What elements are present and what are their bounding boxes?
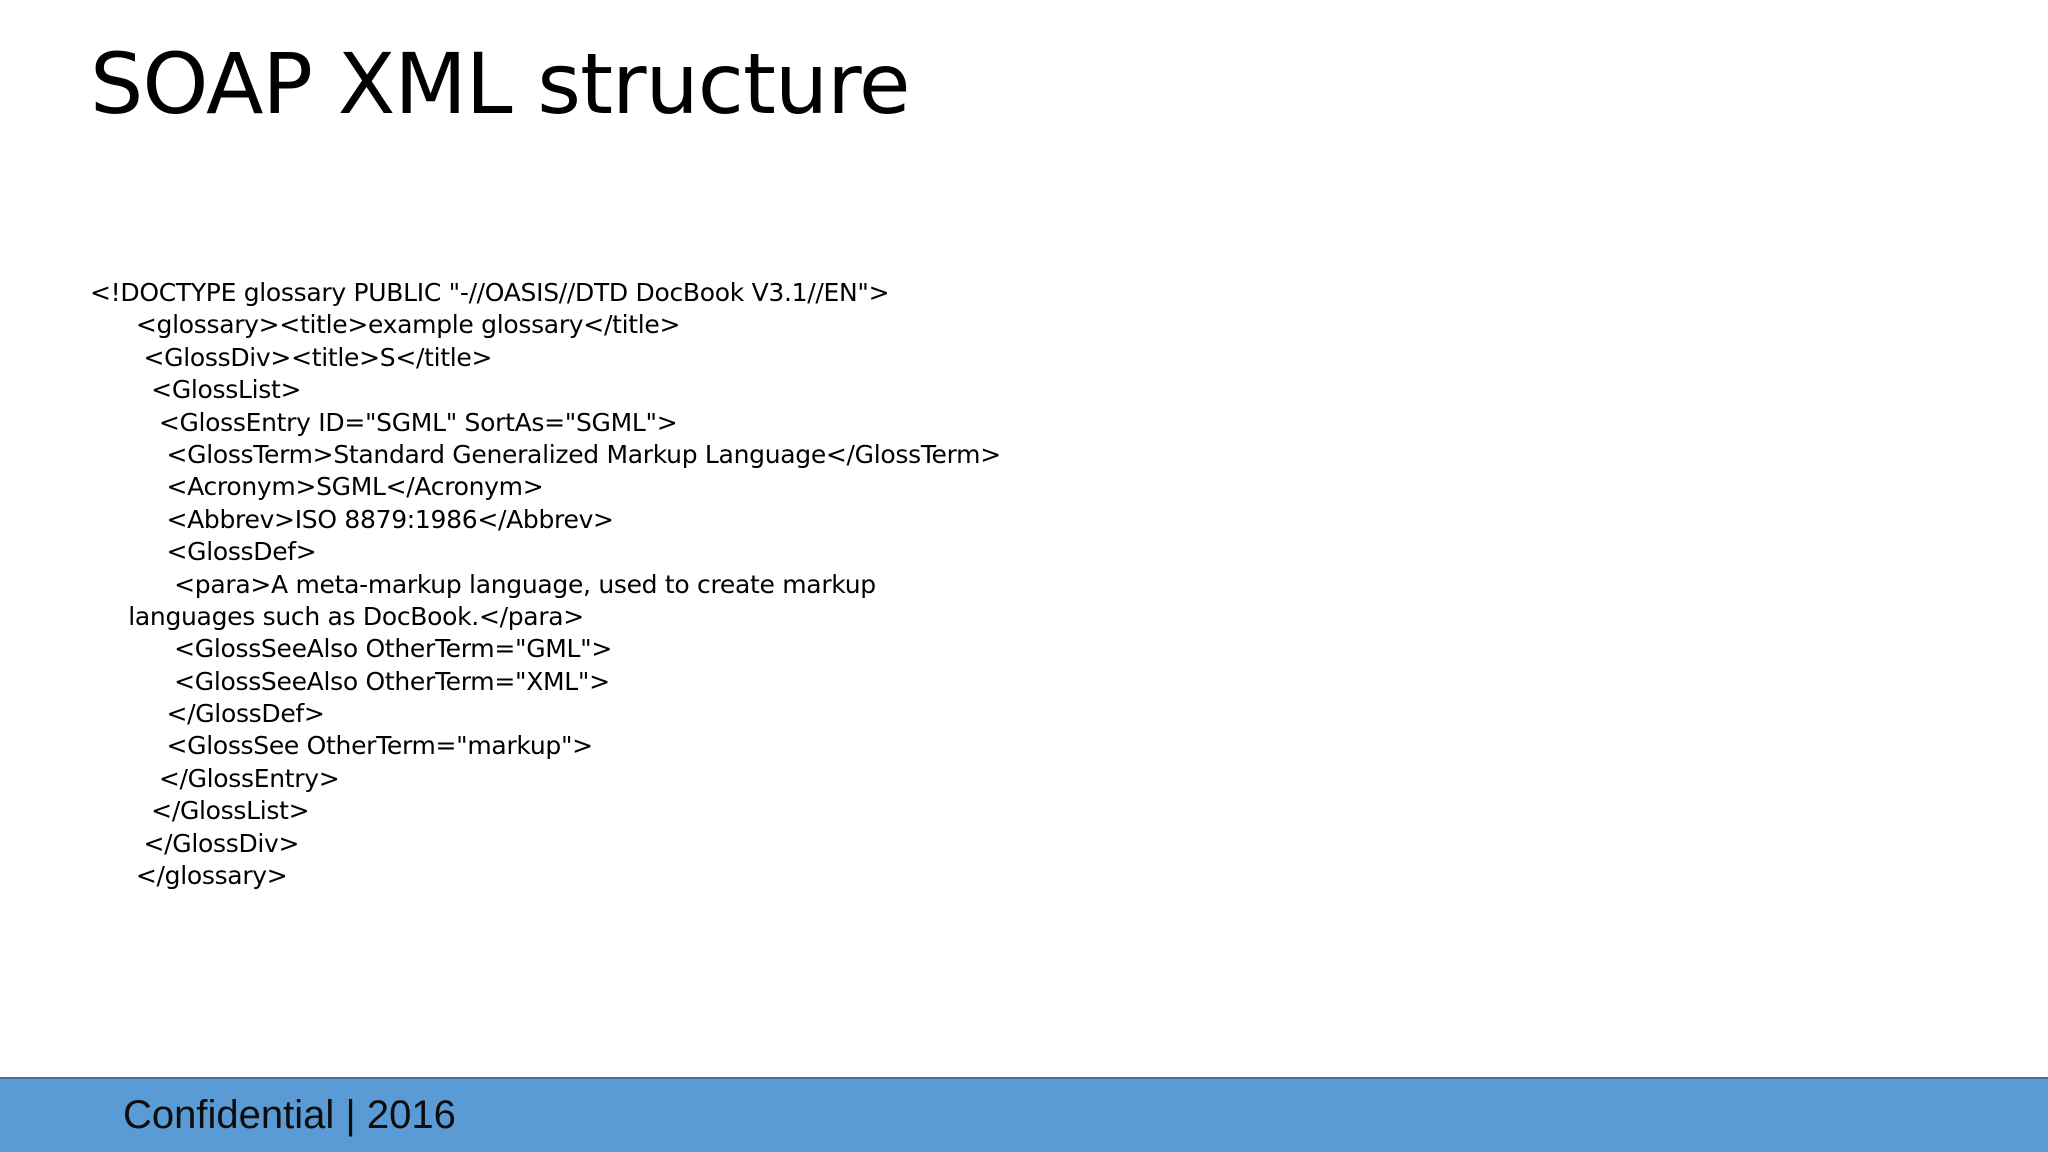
code-line: <GlossDiv><title>S</title>	[90, 342, 493, 372]
code-line: <GlossTerm>Standard Generalized Markup L…	[90, 439, 1001, 469]
code-line: <GlossSee OtherTerm="markup">	[90, 731, 593, 761]
code-line: </glossary>	[90, 861, 288, 891]
code-line: <GlossSeeAlso OtherTerm="GML">	[90, 634, 613, 664]
slide-title: SOAP XML structure	[90, 35, 910, 133]
code-line: <Acronym>SGML</Acronym>	[90, 472, 544, 502]
code-line: <GlossSeeAlso OtherTerm="XML">	[90, 666, 610, 696]
code-line: <Abbrev>ISO 8879:1986</Abbrev>	[90, 504, 614, 534]
code-line: <GlossEntry ID="SGML" SortAs="SGML">	[90, 407, 678, 437]
xml-code-block: <!DOCTYPE glossary PUBLIC "-//OASIS//DTD…	[90, 277, 1290, 892]
code-line: <para>A meta-markup language, used to cr…	[90, 569, 876, 599]
code-line: <glossary><title>example glossary</title…	[90, 310, 681, 340]
code-line: </GlossDiv>	[90, 828, 300, 858]
code-line: languages such as DocBook.</para>	[90, 601, 584, 631]
code-line: <GlossList>	[90, 375, 302, 405]
code-line: </GlossList>	[90, 796, 310, 826]
code-line: </GlossEntry>	[90, 763, 340, 793]
code-line: <GlossDef>	[90, 537, 317, 567]
footer-text: Confidential | 2016	[123, 1093, 456, 1137]
code-line: <!DOCTYPE glossary PUBLIC "-//OASIS//DTD…	[90, 278, 890, 307]
code-line: </GlossDef>	[90, 699, 325, 729]
footer-bar: Confidential | 2016	[0, 1077, 2048, 1152]
